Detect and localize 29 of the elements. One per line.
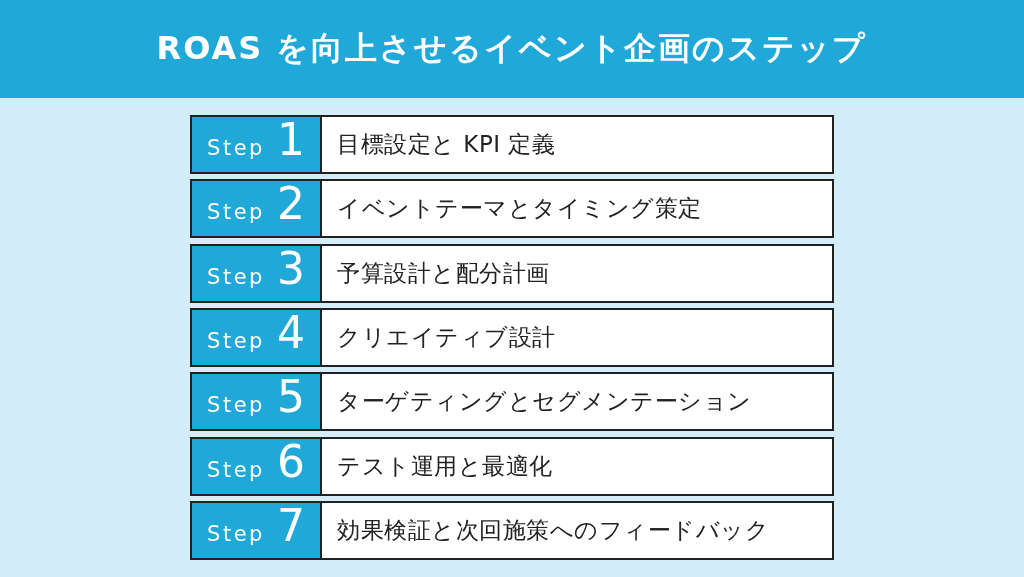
- title-banner: ROAS を向上させるイベント企画のステップ: [0, 0, 1024, 98]
- step-description: テスト運用と最適化: [336, 451, 554, 481]
- step-description: クリエイティブ設計: [336, 322, 557, 352]
- step-label: Step: [207, 459, 265, 481]
- step-description: 効果検証と次回施策へのフィードバック: [336, 515, 770, 545]
- step-description: ターゲティングとセグメンテーション: [336, 387, 753, 417]
- step-label: Step: [207, 266, 265, 288]
- step-description: イベントテーマとタイミング策定: [336, 194, 703, 224]
- step-label: Step: [207, 395, 265, 417]
- step-row: [190, 115, 834, 174]
- step-row: [190, 243, 834, 303]
- step-description: 予算設計と配分計画: [336, 258, 551, 288]
- step-label: Step: [207, 138, 265, 159]
- step-number: 1: [276, 118, 305, 162]
- step-number: 7: [276, 503, 305, 548]
- step-number: 6: [276, 439, 305, 484]
- step-row: [190, 372, 834, 432]
- step-row: [190, 179, 834, 239]
- step-row: [190, 307, 834, 367]
- step-row: [190, 436, 834, 496]
- step-description: 目標設定と KPI 定義: [336, 130, 557, 159]
- step-number: 2: [276, 182, 305, 227]
- step-label: Step: [207, 523, 265, 545]
- step-label: Step: [207, 202, 265, 224]
- step-label: Step: [207, 330, 265, 352]
- step-row: [190, 500, 834, 560]
- step-number: 5: [276, 375, 305, 420]
- step-number: 3: [276, 246, 305, 291]
- step-number: 4: [276, 310, 305, 355]
